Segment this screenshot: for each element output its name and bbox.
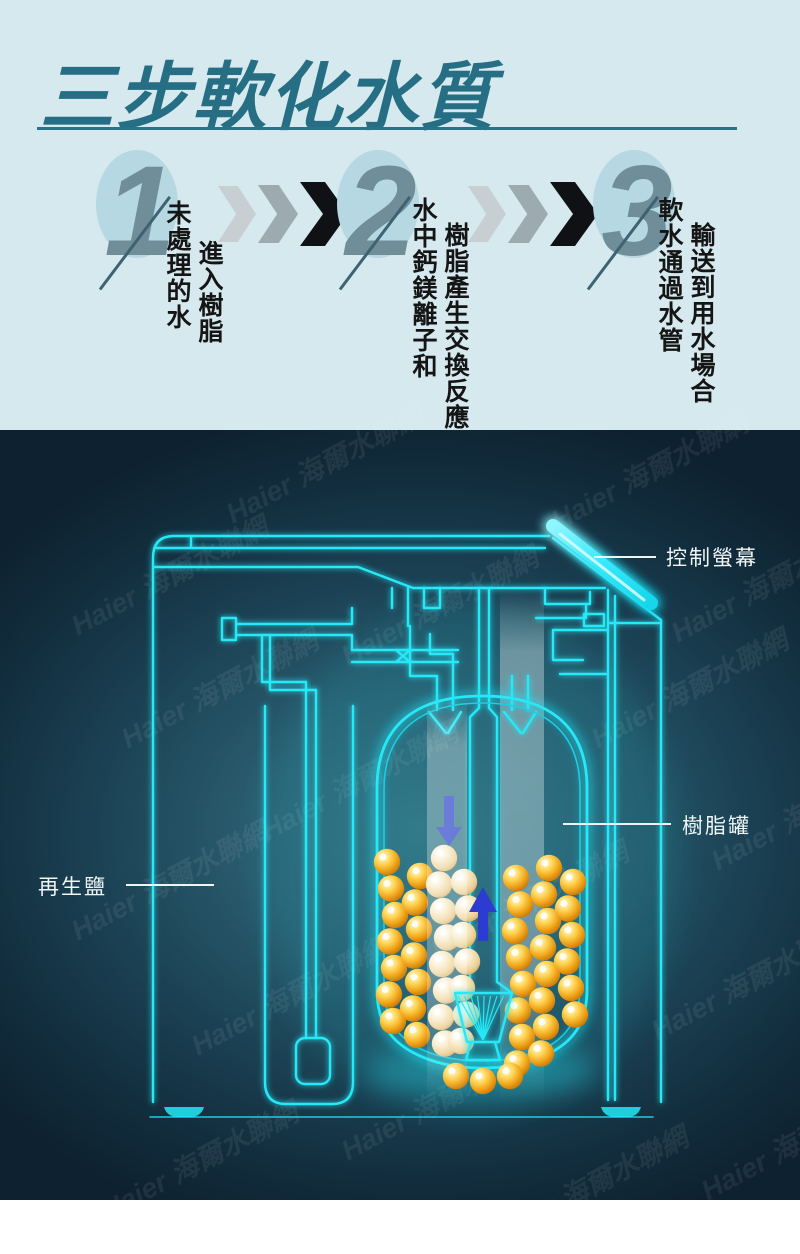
down-arrow-icon	[436, 796, 462, 846]
salt-compartment	[263, 680, 355, 1106]
label-regen-salt: 再生鹽	[38, 876, 107, 899]
chevron-icon	[550, 182, 598, 246]
water-softener-schematic	[145, 519, 680, 1120]
light-beam-left	[427, 698, 467, 1102]
machine-base	[145, 1105, 667, 1118]
label-control-screen: 控制螢幕	[666, 547, 758, 570]
control-screen-bar	[546, 519, 658, 610]
step-2-number: 2	[345, 140, 417, 283]
distributor-funnel	[453, 991, 514, 1062]
chevron-icon	[218, 186, 256, 242]
page-title: 三步軟化水質	[40, 56, 496, 139]
leader-line	[563, 823, 671, 825]
arrow-chevrons-1	[218, 182, 350, 246]
up-arrow-icon	[469, 887, 497, 941]
flow-arrows	[436, 796, 497, 941]
chevron-icon	[508, 185, 548, 243]
leader-line	[594, 556, 656, 558]
leader-line	[126, 884, 214, 886]
step-3-text-line1: 軟水通過水管	[655, 197, 683, 353]
title-underline	[37, 127, 737, 130]
label-resin-tank: 樹脂罐	[682, 815, 751, 838]
chevron-icon	[258, 185, 298, 243]
machine-outline	[151, 534, 663, 1104]
step-2-text-line1: 水中鈣鎂離子和	[409, 197, 437, 379]
step-1-text-line2: 進入樹脂	[195, 240, 223, 344]
steps-header-section: 三步軟化水質 1 未處理的水 進入樹脂 2 水中鈣鎂離子和 樹脂產生交換反應 3…	[0, 0, 800, 430]
step-3-bubble: 3	[593, 148, 675, 276]
chevron-icon	[468, 186, 506, 242]
step-2-bubble: 2	[337, 148, 419, 276]
step-1-text-line1: 未處理的水	[163, 200, 191, 330]
step-1-number: 1	[104, 140, 176, 283]
arrow-chevrons-2	[468, 182, 600, 246]
brine-float-valve	[294, 1036, 332, 1086]
step-2-text-line2: 樹脂產生交換反應	[441, 222, 469, 430]
step-3-text-line2: 輸送到用水場合	[687, 222, 715, 404]
